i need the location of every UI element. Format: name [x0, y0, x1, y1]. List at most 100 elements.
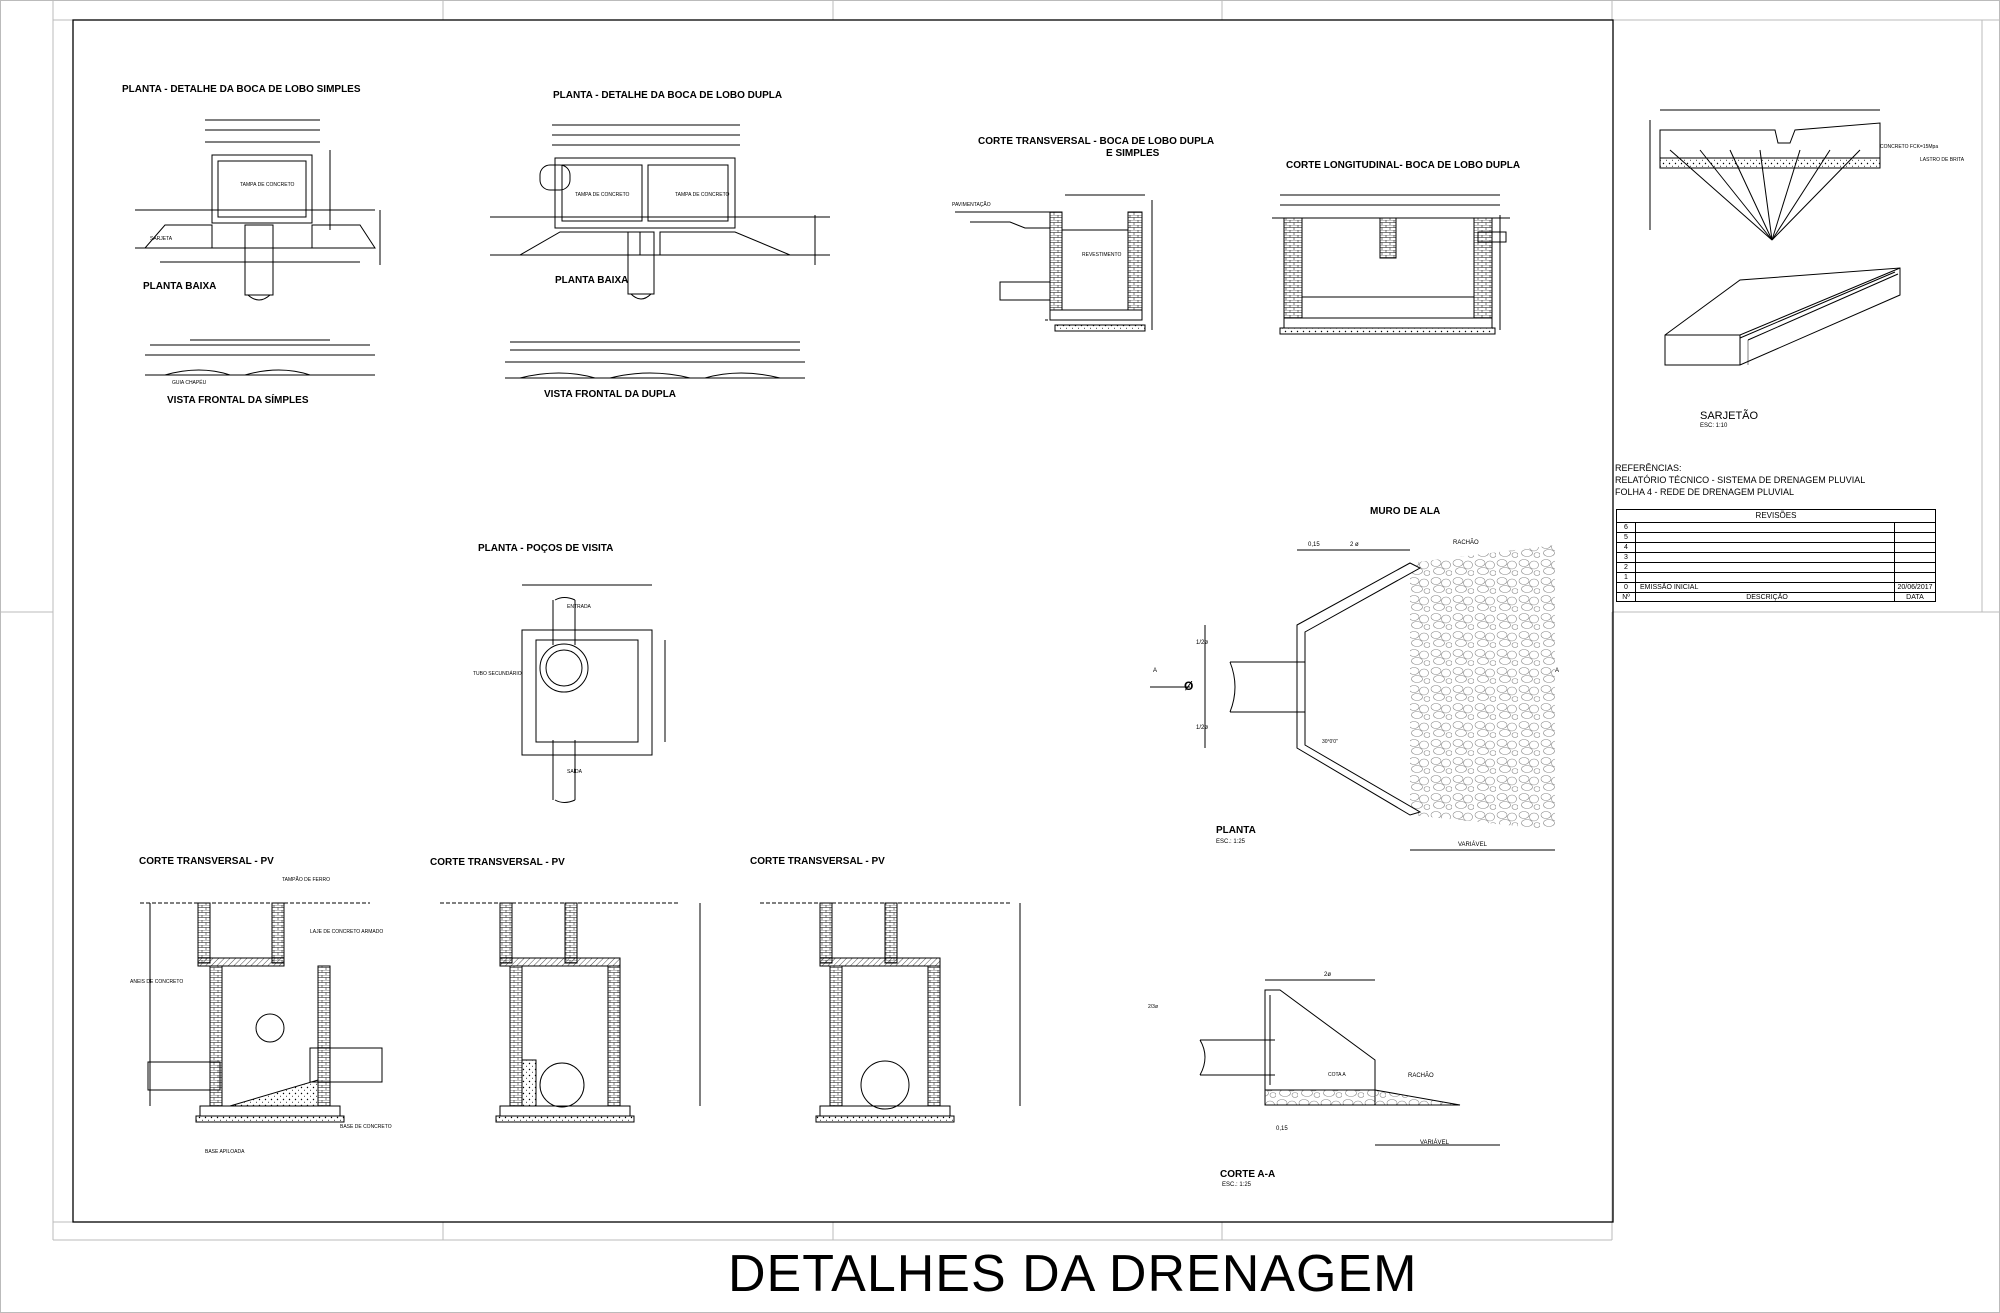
rev-number: 1 [1617, 573, 1636, 582]
table-row: 5 [1617, 533, 1935, 543]
bl-dupla-plan [490, 124, 830, 300]
label-rachao: RACHÃO [1453, 540, 1479, 546]
rev-description [1636, 543, 1895, 552]
title-vista-dupla: VISTA FRONTAL DA DUPLA [544, 389, 677, 400]
title-pocos: PLANTA - POÇOS DE VISITA [478, 543, 614, 554]
title-bl-dupla: PLANTA - DETALHE DA BOCA DE LOBO DUPLA [553, 90, 783, 101]
label-guia: GUIA CHAPÉU [172, 380, 207, 386]
title-planta: PLANTA [1216, 825, 1256, 836]
label-tampa-1: TAMPA DE CONCRETO [240, 182, 295, 188]
rev-date [1895, 573, 1935, 582]
label-tampa-2: TAMPA DE CONCRETO [575, 192, 630, 198]
label-pavimentacao: PAVIMENTAÇÃO [952, 202, 991, 208]
rev-description [1636, 533, 1895, 542]
pocos-plan [521, 584, 666, 803]
rev-description [1636, 553, 1895, 562]
references-line-2: FOLHA 4 - REDE DE DRENAGEM PLUVIAL [1615, 487, 1795, 497]
bl-simples-plan [135, 119, 381, 301]
pv-section-3 [760, 902, 1021, 1123]
pv-section-1 [140, 902, 383, 1123]
corte-aa-scale: ESC.: 1:25 [1222, 1182, 1252, 1188]
rev-number: 6 [1617, 523, 1636, 532]
title-corte-transversal: CORTE TRANSVERSAL - BOCA DE LOBO DUPLA [978, 136, 1215, 147]
label-saida: SAÍDA [567, 769, 583, 775]
rev-number: 3 [1617, 553, 1636, 562]
label-sarjeta: SARJETA [150, 236, 173, 242]
title-muro-ala: MURO DE ALA [1370, 506, 1441, 517]
references-heading: REFERÊNCIAS: [1615, 463, 1682, 473]
corte-aa [1199, 979, 1500, 1146]
label-rachao-2: RACHÃO [1408, 1073, 1434, 1079]
label-revestimento: REVESTIMENTO [1082, 252, 1122, 258]
dim-variavel-2: VARIÁVEL [1420, 1140, 1449, 1146]
label-tampa-3: TAMPA DE CONCRETO [675, 192, 730, 198]
dim-half-2: 1/2ø [1196, 725, 1209, 731]
dim-half-1: 1/2ø [1196, 640, 1209, 646]
rev-date [1895, 543, 1935, 552]
section-mark-a-left: A [1153, 668, 1158, 674]
label-tubo-secundario: TUBO SECUNDÁRIO [473, 671, 522, 677]
label-base-concreto: BASE DE CONCRETO [340, 1124, 392, 1130]
rev-number: 2 [1617, 563, 1636, 572]
bl-simples-front [145, 339, 375, 376]
table-row: 6 [1617, 523, 1935, 533]
dim-2phi-b: 2ø [1324, 972, 1332, 978]
rev-number: 0 [1617, 583, 1636, 592]
title-planta-baixa-1: PLANTA BAIXA [143, 281, 217, 292]
dim-variavel: VARIÁVEL [1458, 842, 1487, 848]
rev-date: 20/06/2017 [1897, 584, 1933, 591]
pv-section-2 [440, 902, 701, 1123]
sheet-title: DETALHES DA DRENAGEM [728, 1245, 1418, 1303]
bl-dupla-front [505, 341, 805, 379]
label-concreto-fck: CONCRETO FCK=15Mpa [1880, 144, 1939, 150]
sarjetao-3d [1664, 267, 1901, 366]
rev-date [1895, 553, 1935, 562]
dim-2phi: 2 ø [1350, 542, 1359, 548]
title-corte-longitudinal: CORTE LONGITUDINAL- BOCA DE LOBO DUPLA [1286, 160, 1521, 171]
references-line-1: RELATÓRIO TÉCNICO - SISTEMA DE DRENAGEM … [1615, 475, 1866, 485]
table-row: 4 [1617, 543, 1935, 553]
title-pv-1: CORTE TRANSVERSAL - PV [139, 856, 274, 867]
title-bl-simples: PLANTA - DETALHE DA BOCA DE LOBO SIMPLES [122, 84, 361, 95]
dim-23: 2/3ø [1148, 1004, 1159, 1010]
col-number: Nº [1617, 593, 1636, 602]
title-sarjetao: SARJETÃO [1700, 410, 1759, 422]
label-laje: LAJE DE CONCRETO ARMADO [310, 929, 384, 935]
table-row: 3 [1617, 553, 1935, 563]
col-date: DATA [1906, 594, 1924, 601]
label-lastro: LASTRO DE BRITA [1920, 157, 1965, 163]
title-pv-2: CORTE TRANSVERSAL - PV [430, 857, 565, 868]
table-row: 2 [1617, 563, 1935, 573]
rev-date [1895, 563, 1935, 572]
corte-transversal-bl [955, 194, 1153, 332]
sarjetao-scale: ESC: 1:10 [1700, 423, 1728, 429]
corte-longitudinal-bl [1272, 194, 1510, 335]
rev-date [1895, 523, 1935, 532]
label-tampao: TAMPÃO DE FERRO [282, 877, 330, 883]
label-cota-a: COTA A [1328, 1072, 1346, 1078]
references-block: REFERÊNCIAS: RELATÓRIO TÉCNICO - SISTEMA… [1615, 462, 1865, 498]
dim-015-b: 0,15 [1276, 1126, 1288, 1132]
label-phi: Ø [1184, 679, 1194, 693]
planta-scale: ESC.: 1:25 [1216, 839, 1246, 845]
rev-number: 5 [1617, 533, 1636, 542]
title-planta-baixa-2: PLANTA BAIXA [555, 275, 629, 286]
rev-description [1636, 563, 1895, 572]
title-corte-aa: CORTE A-A [1220, 1169, 1276, 1180]
rev-number: 4 [1617, 543, 1636, 552]
sarjetao-section [1649, 109, 1881, 241]
rev-date [1895, 533, 1935, 542]
dim-angle: 30°0'0" [1322, 739, 1338, 745]
title-corte-transversal-2: E SIMPLES [1106, 148, 1160, 159]
section-mark-a-right: A [1555, 668, 1560, 674]
revisions-title: REVISÕES [1617, 510, 1935, 523]
rev-description: EMISSÃO INICIAL [1636, 583, 1895, 592]
dim-015: 0,15 [1308, 542, 1320, 548]
label-base: BASE APILOADA [205, 1149, 245, 1155]
title-pv-3: CORTE TRANSVERSAL - PV [750, 856, 885, 867]
label-entrada: ENTRADA [567, 604, 591, 610]
title-vista-simples: VISTA FRONTAL DA SÍMPLES [167, 395, 309, 406]
